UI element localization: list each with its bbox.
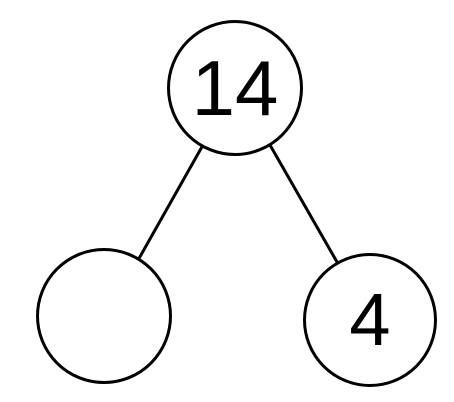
part-right-circle: 4 xyxy=(303,253,437,387)
part-right-value: 4 xyxy=(349,278,391,361)
connector-line-left xyxy=(135,143,205,264)
connector-line-right xyxy=(268,143,339,264)
whole-circle: 14 xyxy=(167,20,303,156)
whole-value: 14 xyxy=(191,44,279,132)
part-left-circle[interactable] xyxy=(36,248,172,384)
